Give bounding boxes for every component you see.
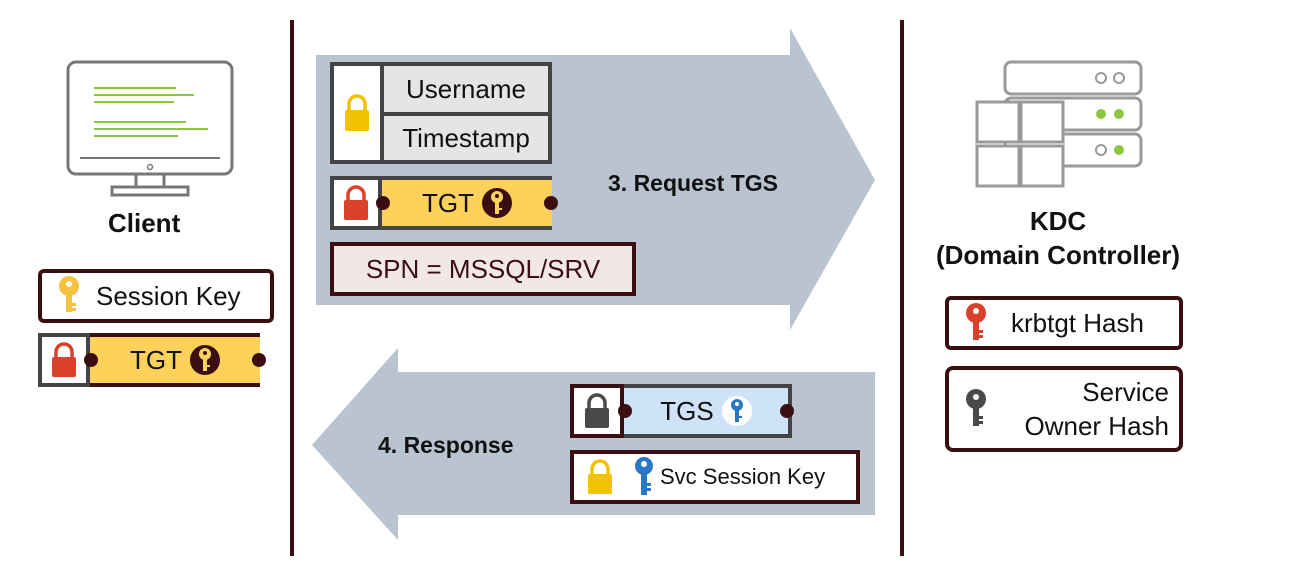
client-session-key-box: Session Key (38, 269, 274, 323)
blue-key-icon (635, 457, 653, 495)
tgt-key-icon (482, 188, 512, 218)
client-tgt-label: TGT (130, 344, 182, 375)
tgs-lock-cell (570, 384, 624, 438)
kdc-title-line1: KDC (1029, 206, 1087, 236)
gold-lock-icon (345, 94, 369, 131)
red-lock-icon (52, 342, 76, 377)
computer-monitor-icon (66, 60, 234, 197)
red-key-icon (966, 303, 986, 340)
gold-lock-icon (588, 459, 612, 494)
service-owner-line1: Service (1082, 377, 1169, 407)
username-label: Username (406, 73, 526, 104)
svc-lock-cell (570, 450, 630, 504)
response-step-label: 4. Response (378, 432, 514, 458)
tgt-key-icon (190, 345, 220, 375)
client-title: Client (108, 208, 181, 238)
tgs-ticket: TGS (618, 384, 794, 438)
kdc-title: KDC (Domain Controller) (916, 204, 1200, 272)
left-divider (290, 20, 294, 556)
service-owner-hash-box: Service Owner Hash (945, 366, 1183, 452)
client-tgt-ticket: TGT (84, 333, 266, 387)
client-tgt-lock-cell (38, 333, 90, 387)
gold-key-icon (59, 276, 79, 312)
client-session-key-label: Session Key (96, 280, 241, 311)
timestamp-label: Timestamp (402, 122, 530, 153)
svc-session-key-label: Svc Session Key (660, 464, 826, 489)
username-field: Username (380, 62, 552, 116)
request-step-label: 3. Request TGS (608, 170, 778, 196)
spn-box: SPN = MSSQL/SRV (330, 242, 636, 296)
spn-label: SPN = MSSQL/SRV (365, 253, 601, 284)
gray-lock-icon (585, 393, 609, 428)
krbtgt-hash-label: krbtgt Hash (1011, 307, 1144, 338)
request-auth-lock-cell (330, 62, 384, 164)
krbtgt-hash-box: krbtgt Hash (945, 296, 1183, 350)
request-tgt-label: TGT (422, 187, 474, 218)
domain-controller-server-icon (975, 60, 1143, 188)
kdc-title-line2: (Domain Controller) (935, 240, 1181, 270)
tgs-key-icon (721, 396, 752, 426)
request-tgt-ticket: TGT (376, 176, 558, 230)
service-owner-hash-text: Service Owner Hash (999, 375, 1179, 443)
service-owner-line2: Owner Hash (1024, 411, 1170, 441)
red-lock-icon (344, 185, 368, 220)
dark-key-icon (966, 389, 986, 426)
request-tgt-lock-cell (330, 176, 382, 230)
svc-session-key-box: Svc Session Key (626, 450, 860, 504)
tgs-label: TGS (660, 395, 714, 426)
timestamp-field: Timestamp (380, 112, 552, 164)
right-divider (900, 20, 904, 556)
